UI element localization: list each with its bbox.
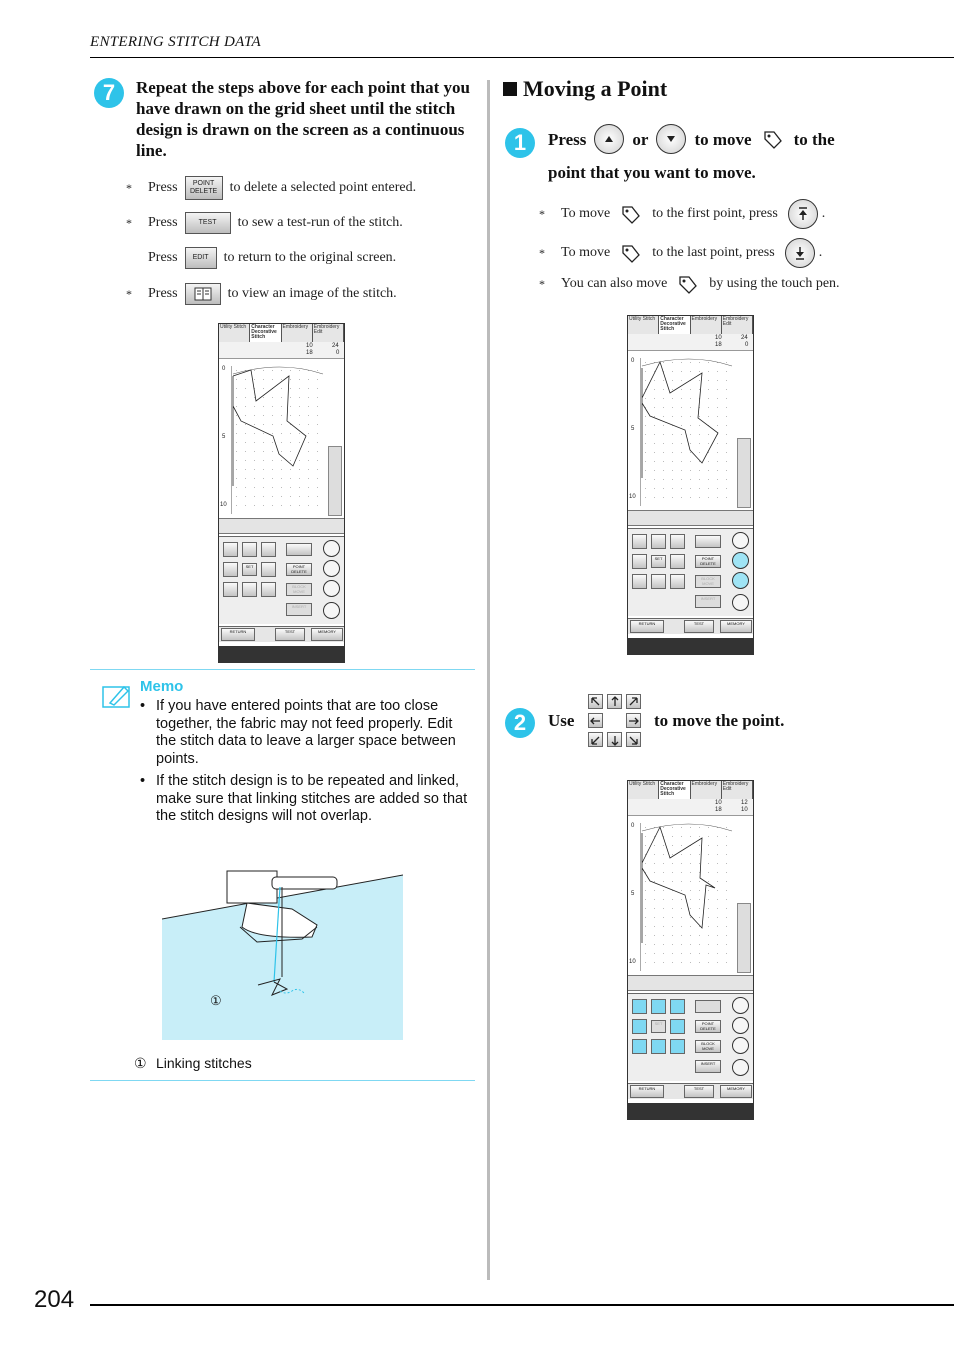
bullet-first-point: * To move to the first point, press . [539, 199, 825, 229]
bullet-last-point: * To move to the last point, press . [539, 238, 822, 268]
bullet-point-delete: * Press POINT DELETE to delete a selecte… [126, 176, 416, 200]
triangle-down-icon [667, 136, 676, 142]
lcd-screen-select-point: Utility Stitch Character Decorative Stit… [627, 315, 754, 655]
memo-item: •If you have entered points that are too… [140, 698, 456, 767]
step-1-line1: Press or to move to the [548, 124, 835, 154]
bullet-edit: Press EDIT to return to the original scr… [126, 247, 396, 269]
memo-item: •If the stitch design is to be repeated … [140, 773, 468, 824]
screen-scrollbar[interactable] [737, 903, 751, 973]
point-delete-button[interactable]: POINT DELETE [184, 176, 223, 200]
stitch-line [232, 366, 324, 486]
lcd-screen-full-design: Utility Stitch Character Decorative Stit… [218, 323, 345, 663]
arrow-keys-icon [590, 696, 639, 746]
screen-toolbar [628, 510, 753, 526]
sewing-illustration: ① [162, 867, 403, 1040]
screen-bottom-bar: RETURN TEST MEMORY [628, 1083, 753, 1099]
bullet-image: * Press to view an image of the stitch. [126, 283, 397, 305]
stitch-line [641, 823, 733, 943]
screen-tabs: Utility Stitch Character Decorative Stit… [219, 324, 344, 342]
bullet-test: * Press TEST to sew a test-run of the st… [126, 212, 403, 234]
screen-footer [628, 638, 753, 654]
screen-tabs: Utility Stitch Character Decorative Stit… [628, 316, 753, 334]
screen-key-panel: SET POINT DELETE BLOCK MOVE INSERT [628, 993, 753, 1081]
pointer-tag-icon [763, 131, 782, 149]
callout-1: ① [210, 993, 222, 1008]
stitch-grid[interactable] [231, 366, 321, 514]
section-title: Moving a Point [503, 76, 667, 102]
pointer-tag-icon [622, 245, 641, 263]
last-point-icon [795, 247, 804, 260]
memo-title: Memo [140, 678, 184, 695]
screen-bottom-bar: RETURN TEST MEMORY [219, 626, 344, 642]
step-2-badge: 2 [505, 708, 535, 738]
edit-button[interactable]: EDIT [184, 247, 217, 269]
last-point-button[interactable] [784, 238, 815, 268]
presser-foot-illustration [162, 867, 403, 996]
stitch-grid[interactable] [640, 823, 730, 971]
step-2-text: to move the point. [654, 711, 785, 730]
stitch-line [641, 358, 733, 478]
triangle-up-icon [605, 136, 614, 142]
image-icon [194, 287, 212, 301]
pointer-tag-icon [679, 276, 698, 294]
down-arrow-button[interactable] [656, 124, 687, 154]
screen-tabs: Utility Stitch Character Decorative Stit… [628, 781, 753, 799]
screen-scrollbar[interactable] [737, 438, 751, 508]
illustration-caption: ① Linking stitches [134, 1055, 252, 1071]
screen-key-panel: SET POINT DELETE BLOCK MOVE INSERT [219, 536, 344, 624]
arrow-keypad[interactable] [588, 694, 643, 749]
screen-key-panel: SET POINT DELETE BLOCK MOVE INSERT [628, 528, 753, 616]
running-header: ENTERING STITCH DATA [90, 34, 262, 50]
page-number: 204 [34, 1286, 75, 1313]
column-divider [487, 80, 490, 1280]
screen-info-bar: 10 18 24 0 [219, 342, 344, 359]
step-7-badge: 7 [94, 78, 124, 108]
screen-scrollbar[interactable] [328, 446, 342, 516]
screen-bottom-bar: RETURN TEST MEMORY [628, 618, 753, 634]
step-2-use: Use [548, 711, 575, 730]
lcd-screen-moved-point: Utility Stitch Character Decorative Stit… [627, 780, 754, 1120]
pointer-tag-icon [622, 206, 641, 224]
first-point-icon [798, 207, 807, 220]
bullet-touch-pen: * You can also move by using the touch p… [539, 274, 840, 294]
memo-pencil-icon [102, 685, 130, 708]
step-7-text: Repeat the steps above for each point th… [136, 78, 471, 160]
up-arrow-button[interactable] [594, 124, 625, 154]
step-1-line2: point that you want to move. [548, 163, 756, 182]
header-rule [90, 57, 954, 58]
square-bullet-icon [503, 82, 517, 96]
screen-toolbar [628, 975, 753, 991]
memo-bottom-rule [90, 1080, 475, 1081]
memo-top-rule [90, 669, 475, 670]
step-1-badge: 1 [505, 128, 535, 158]
screen-footer [628, 1103, 753, 1119]
image-view-button[interactable] [184, 283, 221, 305]
footer-rule [90, 1304, 954, 1306]
test-button[interactable]: TEST [184, 212, 231, 234]
screen-info-bar: 10 18 24 0 [628, 334, 753, 351]
screen-footer [219, 646, 344, 662]
screen-info-bar: 10 18 12 10 [628, 799, 753, 816]
screen-toolbar [219, 518, 344, 534]
first-point-button[interactable] [787, 199, 818, 229]
stitch-grid[interactable] [640, 358, 730, 506]
